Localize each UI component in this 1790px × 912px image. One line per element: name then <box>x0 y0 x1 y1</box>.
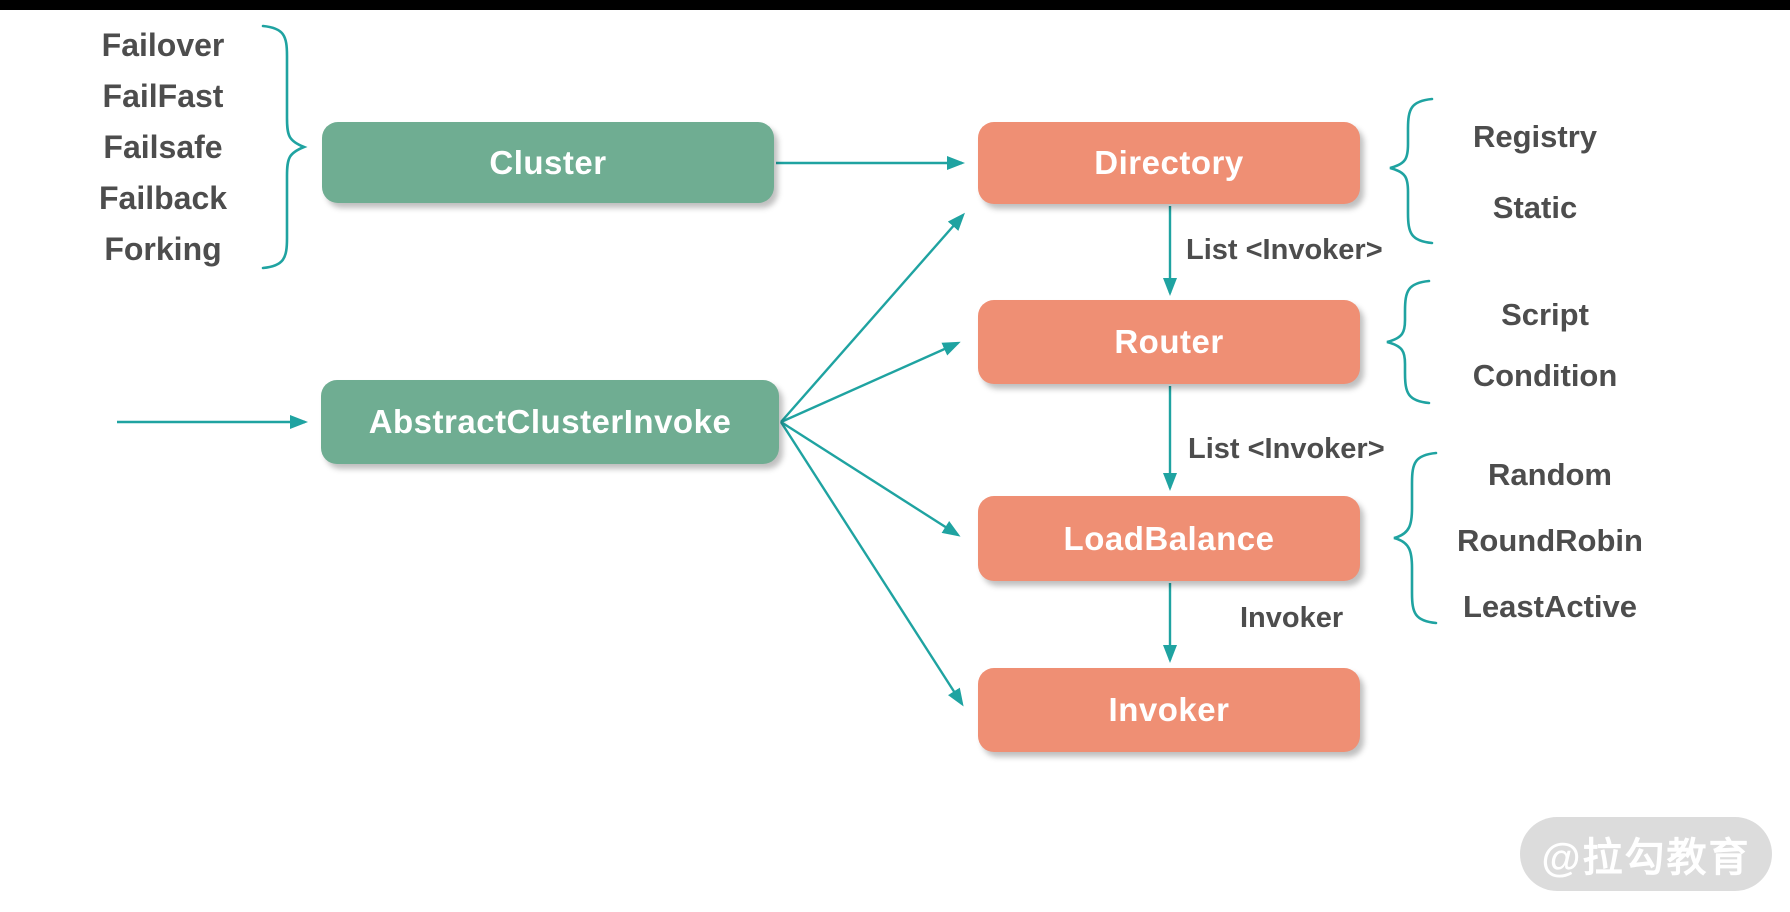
cluster-strategy-item-failback: Failback <box>98 180 228 216</box>
loadbalance-option-random: Random <box>1488 457 1612 492</box>
directory-option-registry: Registry <box>1472 118 1598 154</box>
directory-option-static: Static <box>1492 189 1578 225</box>
cluster-strategy-item-failover: Failover <box>101 27 225 63</box>
cluster-strategy-item-forking: Forking <box>104 231 222 267</box>
cluster-box: Cluster <box>322 122 774 203</box>
router-box: Router <box>978 300 1360 384</box>
cluster-strategies-list: Failover FailFast Failsafe Failback Fork… <box>58 20 268 275</box>
directory-options-brace <box>1389 97 1434 245</box>
loadbalance-option-roundrobin: RoundRobin <box>1457 523 1643 558</box>
invoker-box: Invoker <box>978 668 1360 752</box>
loadbalance-options-brace <box>1393 451 1438 625</box>
edge-label-list-invoker-top: List <Invoker> <box>1186 234 1383 266</box>
watermark-text: @拉勾教育 <box>1541 836 1751 880</box>
directory-options-list: Registry Static <box>1430 101 1640 243</box>
arrow-aci-to-directory <box>780 212 965 423</box>
router-options-brace <box>1386 279 1431 405</box>
abstract-cluster-invoke-box: AbstractClusterInvoke <box>321 380 779 464</box>
edge-label-list-invoker-middle: List <Invoker> <box>1188 433 1385 465</box>
arrow-aci-to-loadbalance <box>780 420 961 537</box>
watermark-badge: @拉勾教育 <box>1520 817 1772 891</box>
loadbalance-option-leastactive: LeastActive <box>1462 589 1638 624</box>
loadbalance-options-list: Random RoundRobin LeastActive <box>1425 442 1675 640</box>
router-option-script: Script <box>1501 296 1589 332</box>
cluster-strategy-item-failsafe: Failsafe <box>103 129 223 165</box>
top-black-bar <box>0 0 1790 10</box>
cluster-strategies-brace <box>261 24 308 270</box>
loadbalance-box: LoadBalance <box>978 496 1360 581</box>
router-option-condition: Condition <box>1472 357 1618 393</box>
arrow-aci-to-invoker <box>779 421 964 707</box>
arrow-aci-to-router <box>780 341 961 424</box>
cluster-strategy-item-failfast: FailFast <box>102 78 224 114</box>
directory-box: Directory <box>978 122 1360 204</box>
router-options-list: Script Condition <box>1425 284 1665 406</box>
edge-label-invoker: Invoker <box>1240 602 1344 634</box>
